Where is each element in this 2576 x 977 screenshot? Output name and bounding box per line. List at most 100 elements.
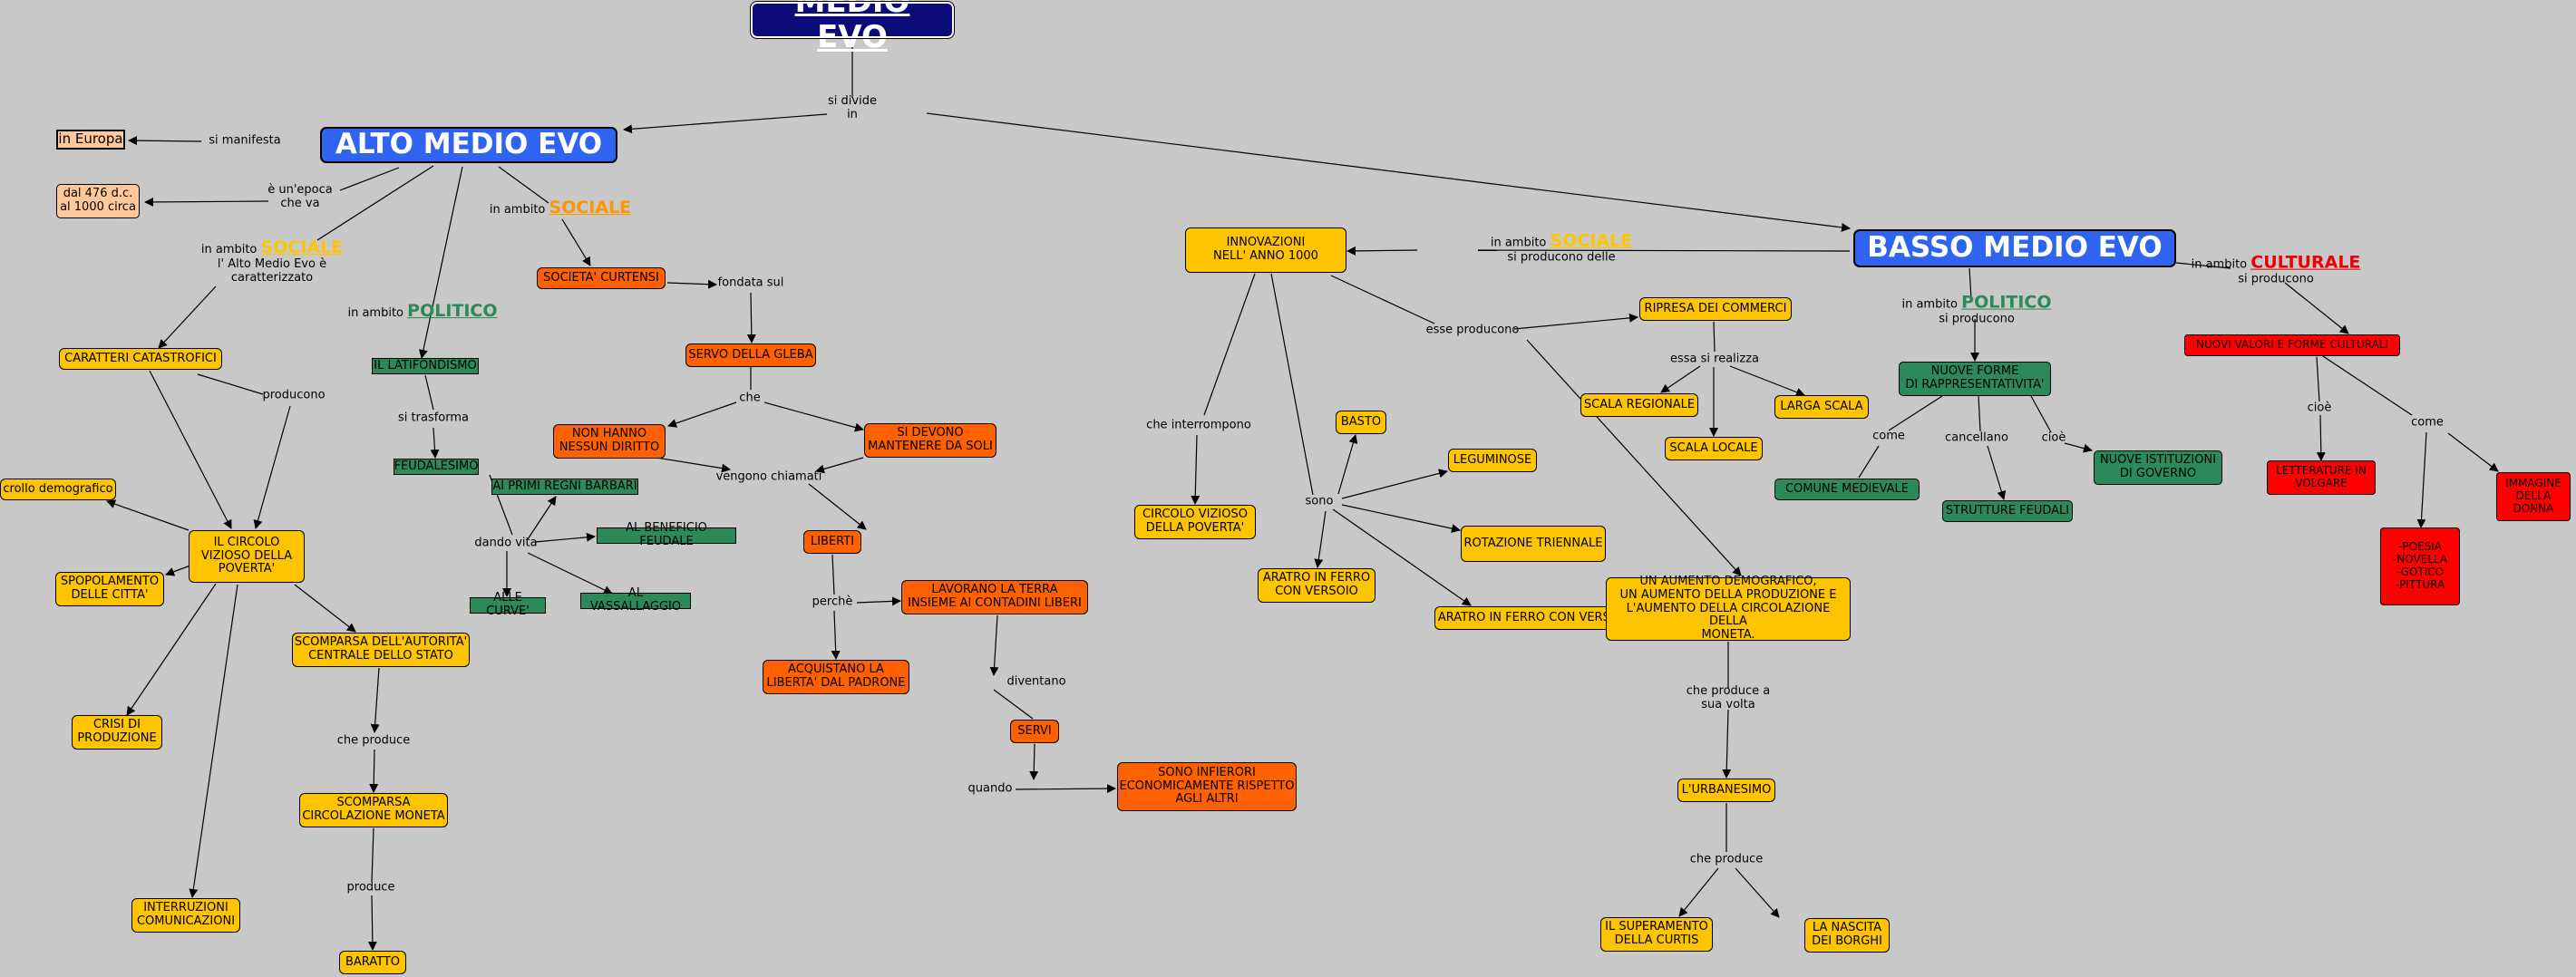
link-label-diventano: diventano (1006, 675, 1065, 690)
node-medio-evo[interactable]: MEDIO EVO (750, 0, 955, 55)
node-aratro2[interactable]: ARATRO IN FERRO CON VERSOIO (1434, 606, 1636, 630)
domain-keyword: SOCIALE (549, 198, 632, 218)
link-label-line: sua volta (1687, 698, 1771, 712)
node-benef[interactable]: AL BENEFICIO FEUDALE (597, 521, 736, 548)
node-immagine[interactable]: IMMAGINE DELLA DONNA (2496, 472, 2571, 521)
connector-line-51 (1341, 469, 1448, 499)
node-basso[interactable]: BASSO MEDIO EVO (1853, 229, 2176, 267)
node-borghi[interactable]: LA NASCITA DEI BORGHI (1804, 918, 1890, 953)
link-label-producono: producono (262, 389, 325, 403)
connector-line-79 (2322, 355, 2413, 416)
connector-line-46 (1346, 246, 1418, 256)
link-label-line: è un'epoca (267, 183, 333, 198)
node-circolo2[interactable]: CIRCOLO VIZIOSO DELLA POVERTA' (1134, 505, 1256, 539)
connector-line-81 (2447, 432, 2499, 472)
node-inferiori[interactable]: SONO INFIERORI ECONOMICAMENTE RISPETTO A… (1117, 762, 1297, 811)
link-label-line: che produce (337, 734, 410, 749)
node-aumento[interactable]: UN AUMENTO DEMOGRAFICO, UN AUMENTO DELLA… (1606, 575, 1851, 642)
node-car-cat[interactable]: CARATTERI CATASTROFICI (59, 348, 222, 370)
connector-line-2 (926, 112, 1851, 232)
connector-line-44 (367, 895, 377, 951)
link-label-text: si divide (828, 94, 877, 109)
connector-line-49 (1270, 273, 1314, 496)
node-alto[interactable]: ALTO MEDIO EVO (320, 127, 617, 163)
node-innov[interactable]: INNOVAZIONI NELL' ANNO 1000 (1185, 227, 1346, 273)
connector-line-58 (1713, 321, 1716, 353)
node-date476[interactable]: dal 476 d.c. al 1000 circa (56, 184, 140, 218)
node-vassal[interactable]: AL VASSALLAGGIO (580, 586, 691, 614)
node-curtensi[interactable]: SOCIETA' CURTENSI (537, 267, 666, 289)
link-label-line: caratterizzato (201, 271, 343, 285)
node-latif[interactable]: IL LATIFONDISMO (372, 358, 479, 374)
node-devono[interactable]: SI DEVONO MANTENERE DA SOLI (864, 423, 996, 458)
connector-line-13 (253, 405, 291, 529)
domain-keyword: SOCIALE (1550, 230, 1633, 251)
connector-line-78 (2316, 414, 2326, 461)
node-servo[interactable]: SERVO DELLA GLEBA (685, 343, 816, 367)
node-acquist[interactable]: ACQUISTANO LA LIBERTA' DAL PADRONE (763, 660, 909, 694)
node-europa[interactable]: in Europa (56, 130, 125, 150)
link-label-line: che produce a (1686, 684, 1771, 699)
connector-line-45 (1477, 249, 1851, 252)
link-label-text: che produce a (1686, 684, 1771, 699)
link-label-text: cioè (2307, 401, 2332, 415)
node-istituz[interactable]: NUOVE ISTITUZIONI DI GOVERNO (2094, 450, 2222, 485)
node-valori[interactable]: NUOVI VALORI E FORME CULTURALI (2184, 334, 2400, 356)
node-nonhanno[interactable]: NON HANNO NESSUN DIRITTO (553, 424, 666, 459)
connector-line-40 (1015, 784, 1116, 794)
node-nuove-forme[interactable]: NUOVE FORME DI RAPPRESENTATIVITA' (1899, 362, 2051, 396)
node-curve[interactable]: ALLE CURVE' (470, 591, 546, 618)
node-lavorano[interactable]: LAVORANO LA TERRA INSIEME AI CONTADINI L… (901, 580, 1088, 614)
connector-line-15 (165, 565, 191, 576)
link-label-text: perchè (812, 595, 853, 609)
node-ripresa[interactable]: RIPRESA DEI COMMERCI (1639, 297, 1792, 321)
node-crollo[interactable]: crollo demografico (0, 479, 116, 500)
node-liberti[interactable]: LIBERTI (803, 530, 861, 554)
domain-keyword: CULTURALE (2250, 252, 2361, 273)
node-legum[interactable]: LEGUMINOSE (1448, 449, 1537, 472)
connector-line-23 (534, 532, 596, 543)
link-label-che-interromp: che interrompono (1146, 419, 1251, 433)
node-poesia[interactable]: -POESIA -NOVELLA -GOTICO -PITTURA (2380, 527, 2460, 605)
node-scomp-mon[interactable]: SCOMPARSA CIRCOLAZIONE MONETA (299, 793, 448, 827)
node-sc-larga[interactable]: LARGA SCALA (1774, 395, 1869, 419)
node-basto[interactable]: BASTO (1336, 411, 1386, 434)
connector-line-70 (1858, 445, 1880, 479)
node-crisi[interactable]: CRISI DI PRODUZIONE (72, 715, 162, 750)
link-label-sono: sono (1306, 495, 1334, 509)
connector-line-47 (1203, 273, 1256, 416)
link-label-text: esse producono (1425, 323, 1520, 337)
link-label-text: in ambito (1901, 297, 1962, 312)
node-baratto[interactable]: BARATTO (339, 951, 406, 974)
link-label-line: in ambito SOCIALE (490, 198, 631, 218)
connector-line-48 (1191, 434, 1201, 505)
node-feud[interactable]: FEUDALESIMO (394, 459, 479, 475)
connector-line-76 (2284, 282, 2349, 334)
link-label-line: perchè (812, 595, 853, 610)
link-label-cioe1: cioè (2042, 431, 2066, 446)
link-label-produce: produce (347, 881, 395, 895)
node-aratro1[interactable]: ARATRO IN FERRO CON VERSOIO (1258, 568, 1375, 603)
connector-line-22 (527, 496, 557, 540)
node-sc-loc[interactable]: SCALA LOCALE (1665, 437, 1763, 460)
node-rotaz[interactable]: ROTAZIONE TRIENNALE (1461, 526, 1606, 562)
node-strutture[interactable]: STRUTTURE FEUDALI (1942, 500, 2073, 522)
node-scomp-aut[interactable]: SCOMPARSA DELL'AUTORITA' CENTRALE DELLO … (292, 633, 470, 667)
node-spopol[interactable]: SPOPOLAMENTO DELLE CITTA' (55, 572, 164, 606)
node-comune[interactable]: COMUNE MEDIEVALE (1774, 479, 1920, 500)
node-letter[interactable]: LETTERATURE IN VOLGARE (2267, 460, 2376, 495)
node-sc-reg[interactable]: SCALA REGIONALE (1580, 393, 1698, 417)
node-primi[interactable]: AI PRIMI REGNI BARBARI (491, 479, 638, 495)
connector-line-41 (370, 667, 380, 733)
node-superam[interactable]: IL SUPERAMENTO DELLA CURTIS (1600, 917, 1713, 952)
connector-line-43 (371, 827, 374, 883)
node-circolo[interactable]: IL CIRCOLO VIZIOSO DELLA POVERTA' (189, 530, 305, 583)
node-urban[interactable]: L'URBANESIMO (1677, 779, 1775, 802)
link-label-essa-realizza: essa si realizza (1670, 353, 1759, 367)
node-interr[interactable]: INTERRUZIONI COMUNICAZIONI (131, 898, 240, 933)
node-servi[interactable]: SERVI (1010, 720, 1059, 743)
link-label-line: sono (1306, 495, 1334, 509)
